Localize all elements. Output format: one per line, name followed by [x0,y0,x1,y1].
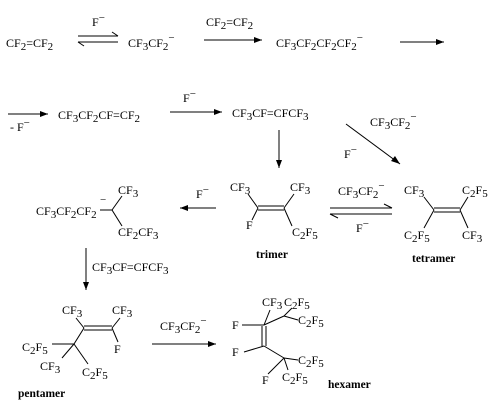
trimer-bottom-right: C2F5 [292,225,318,242]
arrow-left [180,205,216,211]
arrow-diagonal [345,123,401,165]
pentamer-f: F [114,342,121,356]
reagent-butene-2: CF3CF=CFCF3 [92,260,169,277]
carbanion-top: CF3 [118,183,139,200]
fluoride-label-1: F− [92,12,105,29]
carbanion-bottom: CF2CF3 [118,225,159,242]
tetramer-top-right: C2F5 [462,183,488,200]
carbanion-chain: CF3CF2CF2 [36,204,97,221]
equilibrium-arrow-2 [329,203,393,219]
hexamer-c2f5-c: C2F5 [298,353,324,370]
arrow-2 [400,39,444,45]
pentafluoroethyl-anion: CF3CF2− [128,32,175,53]
carbanion-bond-down [111,209,123,227]
trimer-bottom-left: F [246,218,253,232]
trimer-bonds [247,193,295,227]
nonafluorobutyl-anion: CF3CF2CF2CF2− [276,32,363,53]
reagent-anion-hexamer: CF3CF2− [160,315,207,336]
equilibrium-arrow-1 [77,31,119,47]
equilibrium-anion: CF3CF2− [338,180,385,201]
hexamer-c2f5-b: C2F5 [298,313,324,330]
reagent-tfe: CF2=CF2 [206,15,253,32]
hexamer-f-bottom: F [262,373,269,387]
loss-of-fluoride: - F− [10,117,30,134]
pentamer-c2f5-left: C2F5 [22,340,48,357]
tetrafluoroethylene: CF2=CF2 [6,36,53,53]
arrow-3 [8,111,48,117]
perfluoro-1-butene: CF3CF2CF=CF2 [58,108,140,125]
carbanion-bond-up [111,195,123,211]
trimer-top-left: CF3 [230,180,251,197]
arrow-hexamer [152,341,216,347]
arrow-4 [170,109,222,115]
pentamer-cf3-top-left: CF3 [62,303,83,320]
pentamer-bonds [52,317,121,365]
pentamer-label: pentamer [18,388,65,400]
trimer-top-right: CF3 [290,180,311,197]
hexamer-label: hexamer [328,379,371,391]
pentamer-cf3-bottom: CF3 [40,359,61,376]
perfluoro-2-butene: CF3CF=CFCF3 [232,106,309,123]
pentamer-cf3-top-right: CF3 [112,303,133,320]
fluoride-label-diagonal: F− [344,144,357,161]
hexamer-f-top: F [232,318,239,332]
fluoride-label-2: F− [183,88,196,105]
hexamer-bonds [242,307,299,375]
arrow-1 [204,37,262,43]
equilibrium-fluoride: F− [356,218,369,235]
tetramer-top-left: CF3 [404,183,425,200]
hexamer-cf3: CF3 [262,295,283,312]
reagent-anion-diagonal: CF3CF2− [370,111,417,132]
hexamer-c2f5-a: C2F5 [284,295,310,312]
tetramer-bottom-right: CF3 [462,228,483,245]
pentamer-c2f5-bottom: C2F5 [82,365,108,382]
trimer-label: trimer [256,249,288,261]
carbanion-charge: − [100,194,106,206]
tetramer-bonds [423,196,469,229]
fluoride-label-left: F− [196,184,209,201]
arrow-down-trimer [276,130,282,168]
arrow-down-pentamer [83,248,89,290]
tetramer-bottom-left: C2F5 [404,228,430,245]
hexamer-f-middle: F [232,345,239,359]
tetramer-label: tetramer [412,253,455,265]
hexamer-c2f5-d: C2F5 [282,370,308,387]
